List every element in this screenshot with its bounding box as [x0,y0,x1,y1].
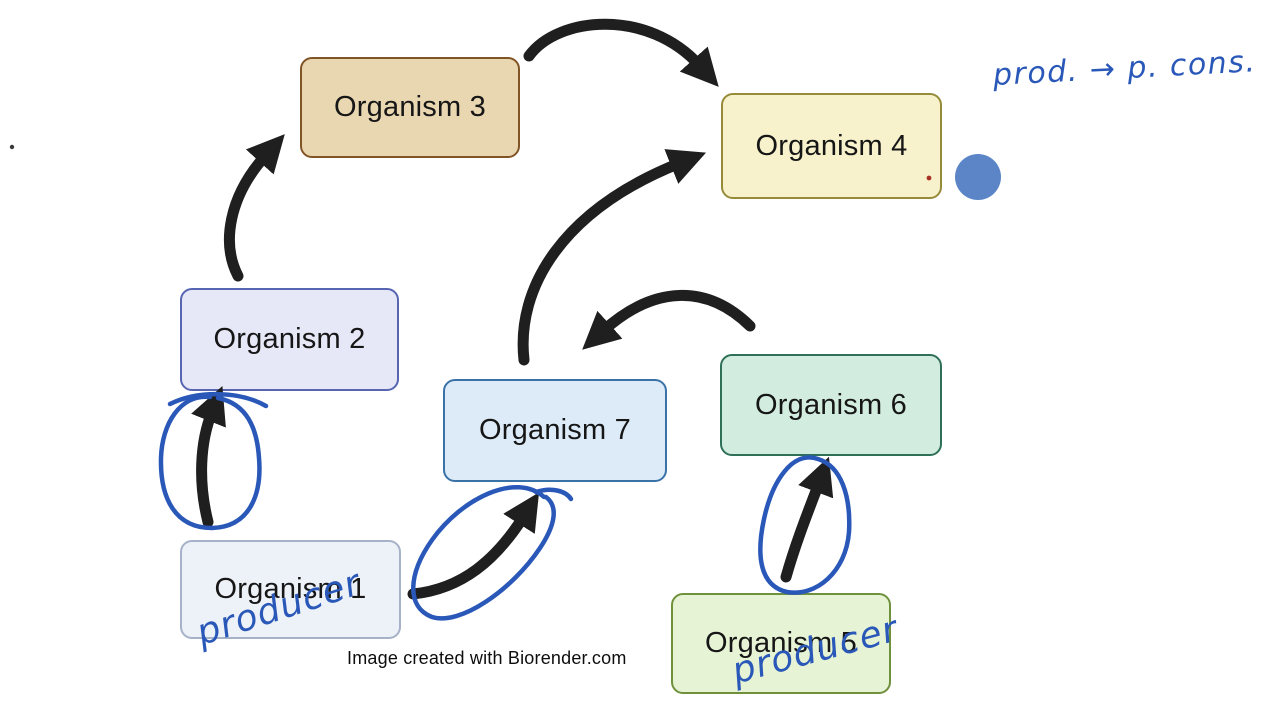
pen-circle-arrow1to2-flick [167,391,269,409]
arrow-organism7-to-organism4 [517,149,707,366]
organism-label-4: Organism 4 [755,129,908,162]
handwritten-note-prod-to-pcons: prod. → p. cons. [992,44,1258,93]
arrow-organism6-to-organism7 [582,290,756,350]
organism-box-1: Organism 1 [180,540,401,639]
organism-label-7: Organism 7 [479,414,631,446]
pen-circle-arrow1to2 [158,394,262,531]
organism-label-3: Organism 3 [334,91,486,123]
stray-pen-dot [9,144,15,150]
organism-label-6: Organism 6 [755,388,907,421]
arrow-organism5-to-organism6 [780,456,834,583]
blue-marker-dot [955,154,1001,200]
organism-box-5: Organism 5 [671,593,891,694]
organism-box-3: Organism 3 [300,57,520,158]
pen-circle-arrow1to7-flick [533,487,574,502]
organism-label-1: Organism 1 [214,573,367,605]
pen-circle-arrow1to7 [411,485,556,621]
organism-box-4: Organism 4 [721,93,942,199]
arrow-organism2-to-organism3 [223,134,285,282]
organism-box-7: Organism 7 [443,379,667,482]
arrow-organism1-to-organism7 [407,492,540,600]
arrow-organism1-to-organism2 [191,385,226,528]
pen-circle-arrow5to6 [758,455,852,595]
organism-box-6: Organism 6 [720,354,942,456]
organism-label-2: Organism 2 [213,323,366,355]
arrow-organism3-to-organism4 [523,18,719,87]
organism-box-2: Organism 2 [180,288,399,391]
biorender-watermark: Image created with Biorender.com [347,648,627,668]
organism-label-5: Organism 5 [705,627,857,659]
